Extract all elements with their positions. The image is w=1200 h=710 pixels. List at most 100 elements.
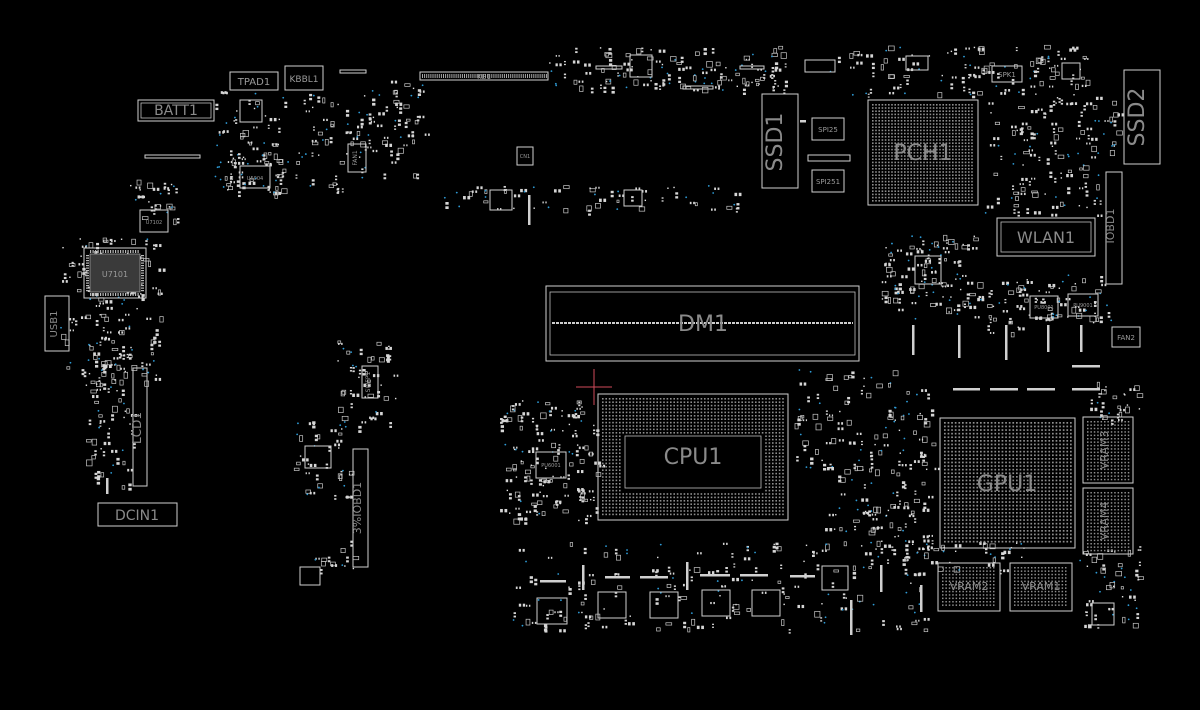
iobd1-connector[interactable]: IOBD1 bbox=[1104, 171, 1123, 285]
ssd1-connector[interactable]: SSD1 bbox=[761, 93, 799, 189]
pch1-chip[interactable]: PCH1 bbox=[867, 99, 979, 206]
cpu1-chip[interactable]: CPU1 bbox=[597, 393, 789, 521]
capacitor-pad bbox=[267, 127, 270, 129]
dm1-memory-slot[interactable]: DM1 bbox=[545, 285, 860, 362]
via bbox=[969, 302, 971, 305]
capacitor-pad bbox=[799, 382, 803, 386]
capacitor-pad bbox=[520, 188, 523, 193]
capacitor-pad bbox=[587, 622, 590, 624]
capacitor-pad bbox=[567, 477, 570, 480]
bga-ball bbox=[642, 496, 645, 499]
bga-ball bbox=[952, 155, 954, 157]
via bbox=[925, 543, 928, 546]
bga-ball bbox=[920, 200, 922, 202]
capacitor-pad bbox=[525, 604, 528, 607]
bga-ball bbox=[942, 200, 944, 202]
swfp1-component[interactable]: SWFP1 bbox=[361, 365, 379, 399]
u7102-chip[interactable]: U7102 bbox=[139, 209, 169, 233]
bga-ball bbox=[704, 493, 706, 495]
connector-pin bbox=[432, 74, 434, 78]
capacitor-pad bbox=[241, 158, 243, 161]
capacitor-pad bbox=[963, 306, 966, 309]
ssd2-connector[interactable]: SSD2 bbox=[1123, 69, 1161, 165]
spi251-chip[interactable]: SPI251 bbox=[811, 169, 845, 193]
fan2-connector[interactable]: FAN2 bbox=[1111, 326, 1141, 348]
bga-ball bbox=[904, 132, 906, 135]
capacitor-pad bbox=[416, 119, 420, 122]
spi25-chip[interactable]: SPI25 bbox=[811, 117, 845, 141]
capacitor-pad bbox=[397, 119, 401, 122]
capacitor-pad bbox=[771, 77, 774, 79]
bga-ball bbox=[964, 155, 967, 157]
capacitor-pad bbox=[838, 479, 842, 483]
cn1-component[interactable]: CN1 bbox=[516, 146, 534, 166]
component-outline bbox=[77, 271, 82, 278]
bga-ball bbox=[904, 107, 906, 109]
capacitor-pad bbox=[416, 173, 420, 176]
component-outline bbox=[988, 315, 992, 319]
kb1-connector[interactable]: KB1 bbox=[419, 71, 549, 81]
usb1-connector[interactable]: USB1 bbox=[44, 295, 70, 352]
connector-pin bbox=[543, 74, 545, 78]
bga-ball bbox=[881, 132, 884, 135]
bga-ball bbox=[659, 415, 662, 417]
bga-ball bbox=[916, 171, 919, 173]
fan1-connector[interactable]: FAN1 bbox=[347, 143, 367, 173]
test-point bbox=[943, 546, 945, 549]
dcin1-connector[interactable]: DCIN1 bbox=[97, 502, 178, 527]
capacitor-pad bbox=[114, 363, 116, 366]
capacitor-pad bbox=[1001, 281, 1005, 285]
component-outline bbox=[128, 354, 133, 358]
bga-ball bbox=[881, 177, 884, 180]
bga-ball bbox=[923, 145, 925, 148]
bga-ball bbox=[700, 496, 703, 499]
tpad1-connector[interactable]: TPAD1 bbox=[229, 71, 279, 91]
iobd3-connector[interactable]: 3%IOBD1 bbox=[351, 448, 369, 568]
component-outline bbox=[694, 202, 698, 207]
connector-pin bbox=[527, 74, 528, 78]
via bbox=[1010, 197, 1013, 199]
bga-ball bbox=[683, 425, 686, 427]
ic-pin bbox=[115, 293, 117, 296]
via bbox=[1094, 119, 1097, 122]
bga-ball bbox=[952, 184, 954, 186]
capacitor-pad bbox=[1118, 418, 1120, 422]
bga-ball bbox=[602, 472, 604, 475]
bga-ball bbox=[872, 142, 874, 144]
bga-ball bbox=[923, 155, 925, 157]
component-outline bbox=[857, 594, 864, 602]
bga-ball bbox=[683, 513, 686, 516]
test-point bbox=[833, 528, 836, 530]
bga-ball bbox=[683, 496, 686, 499]
capacitor-pad bbox=[658, 49, 662, 53]
bga-ball bbox=[916, 148, 919, 151]
bga-ball bbox=[958, 190, 960, 192]
bga-ball bbox=[932, 171, 935, 173]
bga-ball bbox=[744, 415, 747, 417]
bga-ball bbox=[738, 510, 740, 512]
component-outline bbox=[414, 120, 419, 125]
bga-ball bbox=[772, 462, 774, 465]
bga-ball bbox=[772, 503, 774, 505]
wlan1-label: WLAN1 bbox=[1017, 228, 1075, 247]
kbbl1-connector[interactable]: KBBL1 bbox=[284, 65, 324, 91]
bga-ball bbox=[968, 148, 970, 151]
wlan1-connector[interactable]: WLAN1 bbox=[996, 217, 1096, 257]
spk1-connector[interactable]: SPK1 bbox=[991, 65, 1023, 83]
bga-ball bbox=[608, 408, 611, 410]
capacitor-pad bbox=[540, 432, 544, 436]
u5004-chip[interactable]: U5004 bbox=[239, 165, 271, 189]
bga-ball bbox=[608, 489, 611, 492]
lcd1-connector[interactable]: LCD1 bbox=[130, 367, 148, 487]
bga-ball bbox=[936, 104, 938, 106]
batt1-connector[interactable]: BATT1 bbox=[137, 99, 215, 122]
bga-ball bbox=[916, 107, 919, 109]
capacitor-pad bbox=[967, 244, 970, 247]
capacitor-pad bbox=[916, 250, 920, 254]
capacitor-pad bbox=[390, 150, 393, 153]
u7101-ec-chip[interactable]: U7101 bbox=[83, 247, 147, 299]
capacitor-pad bbox=[775, 542, 779, 546]
via bbox=[1096, 197, 1098, 200]
bga-ball bbox=[704, 500, 706, 502]
